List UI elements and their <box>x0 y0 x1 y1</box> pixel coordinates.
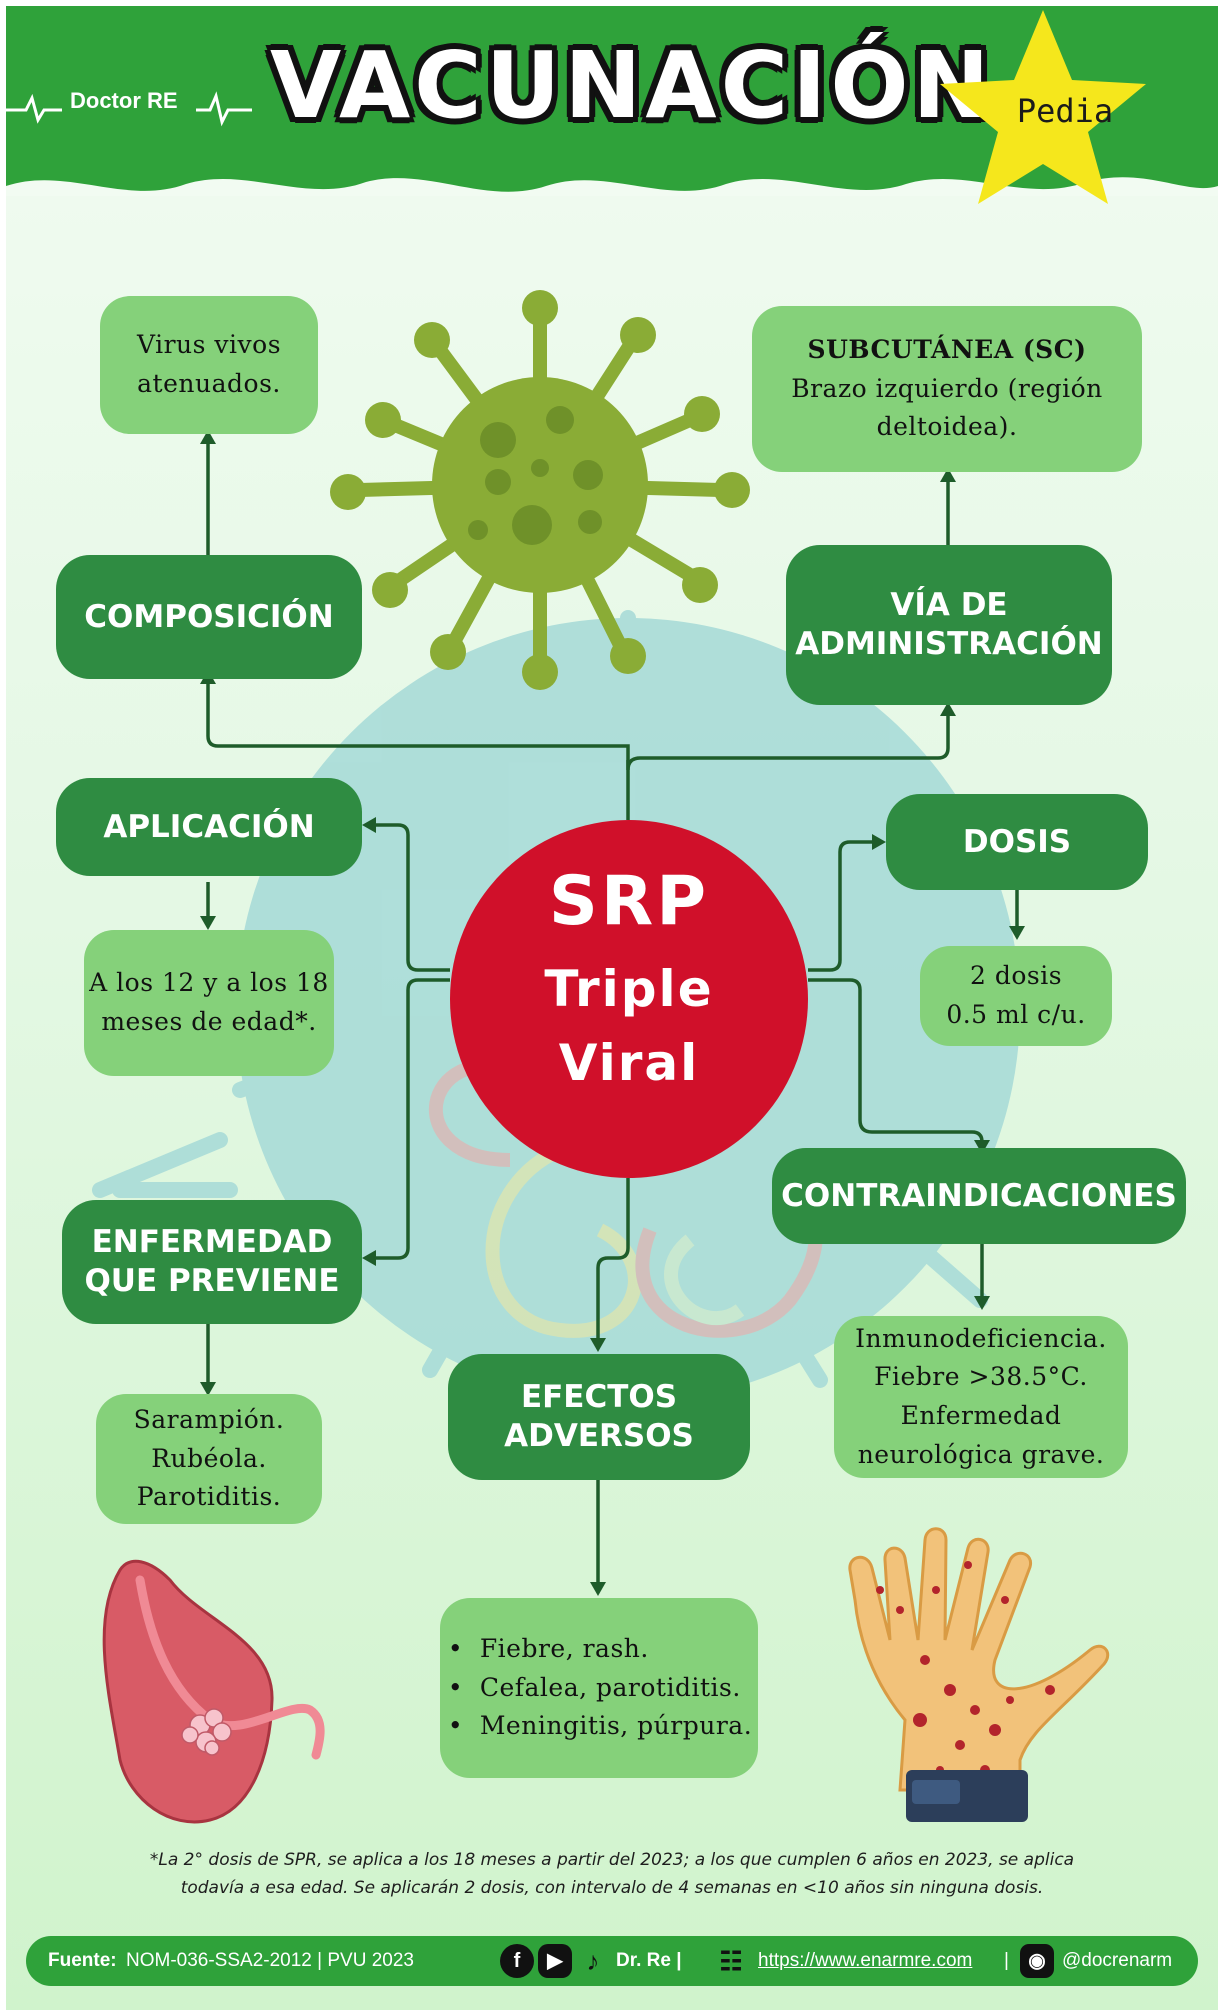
instagram-handle[interactable]: @docrenarm <box>1062 1950 1173 1971</box>
contraindicaciones-info: Inmunodeficiencia. Fiebre >38.5°C. Enfer… <box>834 1316 1128 1478</box>
virus-illustration <box>330 290 750 690</box>
footer-bar: Fuente: NOM-036-SSA2-2012 | PVU 2023 f ▶… <box>26 1936 1198 1986</box>
dosis-info-line: 2 dosis <box>969 961 1063 991</box>
list-item: Cefalea, parotiditis. <box>446 1669 752 1708</box>
node-enfermedad-line: QUE PREVIENE <box>84 1263 340 1299</box>
aplicacion-info-line: A los 12 y a los 18 <box>89 968 329 998</box>
aplicacion-info: A los 12 y a los 18 meses de edad*. <box>84 930 334 1076</box>
node-via-line: VÍA DE <box>890 587 1008 624</box>
node-via-line: ADMINISTRACIÓN <box>795 626 1103 662</box>
efectos-list: Fiebre, rash. Cefalea, parotiditis. Meni… <box>446 1630 752 1746</box>
footnote: *La 2° dosis de SPR, se aplica a los 18 … <box>120 1846 1104 1902</box>
via-info-line: deltoidea). <box>876 412 1018 442</box>
connector-lines <box>206 440 1019 1586</box>
contraindicaciones-info-line: Inmunodeficiencia. <box>855 1323 1107 1353</box>
source-label: Fuente: <box>48 1950 117 1971</box>
globe-icon: ☷ <box>719 1946 743 1976</box>
node-aplicacion: APLICACIÓN <box>56 778 362 876</box>
node-via-administracion: VÍA DE ADMINISTRACIÓN <box>786 545 1112 705</box>
via-info-line: Brazo izquierdo (región <box>791 373 1103 403</box>
center-line: SRP <box>548 862 710 941</box>
contraindicaciones-info-line: neurológica grave. <box>857 1439 1105 1469</box>
footnote-line: todavía a esa edad. Se aplicarán 2 dosis… <box>180 1878 1044 1899</box>
enfermedad-info-line: Parotiditis. <box>136 1482 282 1512</box>
enfermedad-info: Sarampión. Rubéola. Parotiditis. <box>96 1394 322 1524</box>
pedia-badge: Pedia <box>1016 92 1114 130</box>
instagram-icon[interactable]: ◉ <box>1020 1944 1054 1978</box>
node-contraindicaciones: CONTRAINDICACIONES <box>772 1148 1186 1244</box>
parotid-gland-illustration <box>102 1559 325 1824</box>
dosis-info-line: 0.5 ml c/u. <box>946 1000 1086 1029</box>
via-info: SUBCUTÁNEA (SC) Brazo izquierdo (región … <box>752 306 1142 472</box>
node-enfermedad-line: ENFERMEDAD <box>91 1224 333 1261</box>
website-link[interactable]: https://www.enarmre.com <box>758 1950 973 1971</box>
list-item: Fiebre, rash. <box>446 1630 752 1669</box>
via-info-title: SUBCUTÁNEA (SC) <box>807 334 1087 364</box>
efectos-info: Fiebre, rash. Cefalea, parotiditis. Meni… <box>440 1598 758 1778</box>
node-composicion: COMPOSICIÓN <box>56 555 362 679</box>
facebook-icon[interactable]: f <box>500 1944 534 1978</box>
composicion-info: Virus vivos atenuados. <box>100 296 318 434</box>
node-efectos-adversos: EFECTOS ADVERSOS <box>448 1354 750 1480</box>
youtube-icon[interactable]: ▶ <box>538 1944 572 1978</box>
ecg-line-icon <box>6 91 252 127</box>
enfermedad-info-line: Rubéola. <box>151 1443 267 1473</box>
rash-hand-illustration <box>848 1527 1110 1822</box>
tiktok-icon[interactable]: ♪ <box>586 1946 600 1976</box>
contraindicaciones-info-line: Fiebre >38.5°C. <box>874 1362 1088 1392</box>
footer-separator: | <box>1004 1950 1009 1971</box>
source-value: NOM-036-SSA2-2012 | PVU 2023 <box>126 1950 414 1971</box>
node-efectos-line: EFECTOS <box>520 1379 678 1416</box>
center-line: Triple <box>544 960 714 1018</box>
list-item: Meningitis, púrpura. <box>446 1707 752 1746</box>
node-efectos-line: ADVERSOS <box>504 1418 694 1454</box>
star-icon <box>940 10 1146 204</box>
node-enfermedad-previene: ENFERMEDAD QUE PREVIENE <box>62 1200 362 1324</box>
enfermedad-info-line: Sarampión. <box>133 1404 285 1434</box>
page-title: VACUNACIÓN <box>270 32 994 139</box>
contraindicaciones-info-line: Enfermedad <box>900 1401 1062 1430</box>
composicion-info-line: atenuados. <box>137 369 281 398</box>
aplicacion-info-line: meses de edad*. <box>101 1007 317 1036</box>
dosis-info: 2 dosis 0.5 ml c/u. <box>920 946 1112 1046</box>
brand-name: Doctor RE <box>70 88 178 113</box>
arrowheads <box>200 430 1025 1596</box>
snow-edge <box>6 177 1218 196</box>
center-node-srp: SRP Triple Viral <box>450 820 808 1178</box>
footnote-line: *La 2° dosis de SPR, se aplica a los 18 … <box>149 1850 1075 1870</box>
node-dosis: DOSIS <box>886 794 1148 890</box>
center-line: Viral <box>558 1034 700 1092</box>
social-name: Dr. Re | <box>616 1950 682 1971</box>
composicion-info-line: Virus vivos <box>136 330 282 360</box>
